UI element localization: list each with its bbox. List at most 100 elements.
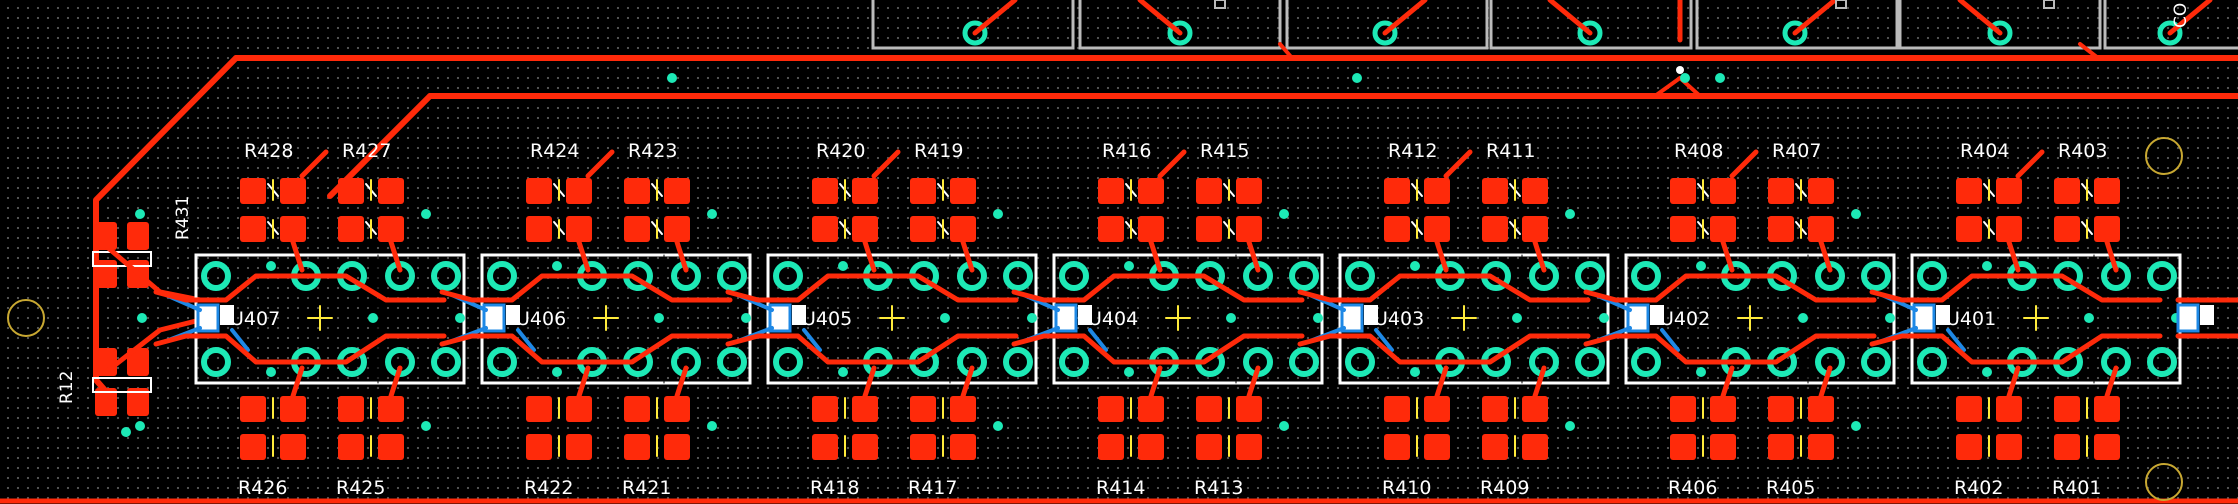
smd-pad <box>378 216 404 242</box>
connector-pad[interactable] <box>1987 20 2013 46</box>
through-hole-pad[interactable] <box>1059 261 1089 291</box>
smd-part-pad <box>792 305 806 325</box>
connector-ref-partial: CO <box>2171 3 2191 28</box>
smd-pad <box>1384 216 1410 242</box>
smd-pad <box>910 434 936 460</box>
smd-pad <box>1138 396 1164 422</box>
through-hole-pad[interactable] <box>1861 347 1891 377</box>
through-hole-pad[interactable] <box>1575 261 1605 291</box>
through-hole-pad[interactable] <box>773 261 803 291</box>
component-ref-label: U402 <box>1660 308 1710 330</box>
through-hole-pad[interactable] <box>487 261 517 291</box>
smd-pad <box>1236 216 1262 242</box>
smd-pad <box>1522 396 1548 422</box>
through-hole-pad[interactable] <box>717 347 747 377</box>
smd-pad <box>910 216 936 242</box>
smd-pad <box>1236 396 1262 422</box>
through-hole-pad[interactable] <box>431 347 461 377</box>
through-hole-pad[interactable] <box>773 347 803 377</box>
smd-pad <box>2094 216 2120 242</box>
through-hole-pad[interactable] <box>1345 261 1375 291</box>
connector-pad[interactable] <box>1167 20 1193 46</box>
bottom-trace <box>802 328 822 352</box>
via <box>135 421 145 431</box>
through-hole-pad[interactable] <box>201 347 231 377</box>
smd-pad <box>240 434 266 460</box>
silk-outline <box>92 251 152 267</box>
smd-pad <box>950 216 976 242</box>
smd-part-pad <box>220 305 234 325</box>
resistor-ref-label: R407 <box>1772 140 1821 162</box>
bottom-trace <box>1088 328 1108 352</box>
smd-pad <box>910 396 936 422</box>
through-hole-pad[interactable] <box>1631 261 1661 291</box>
smd-pad <box>2054 178 2080 204</box>
through-hole-pad[interactable] <box>1059 347 1089 377</box>
through-hole-pad[interactable] <box>1917 347 1947 377</box>
smd-pad <box>566 216 592 242</box>
connector-pad[interactable] <box>962 20 988 46</box>
smd-pad <box>664 396 690 422</box>
trace <box>2006 365 2021 399</box>
through-hole-pad[interactable] <box>2147 261 2177 291</box>
smd-pad <box>624 178 650 204</box>
through-hole-pad[interactable] <box>1917 261 1947 291</box>
resistor-ref-label: R420 <box>816 140 865 162</box>
via <box>552 367 562 377</box>
trace <box>388 365 403 399</box>
through-hole-pad[interactable] <box>1575 347 1605 377</box>
smd-pad <box>1522 216 1548 242</box>
connector-pad[interactable] <box>1577 20 1603 46</box>
through-hole-pad[interactable] <box>1289 347 1319 377</box>
smd-pad <box>950 178 976 204</box>
trace <box>1137 0 1183 36</box>
resistor-ref-label: R422 <box>524 477 573 499</box>
trace <box>862 239 877 273</box>
through-hole-pad[interactable] <box>1003 347 1033 377</box>
smd-pad <box>664 434 690 460</box>
via <box>421 421 431 431</box>
trace <box>674 365 689 399</box>
smd-pad <box>526 434 552 460</box>
smd-pad <box>2054 434 2080 460</box>
mount-hole <box>2145 137 2183 175</box>
smd-part-pad <box>1078 305 1092 325</box>
through-hole-pad[interactable] <box>2147 347 2177 377</box>
smd-pad <box>127 348 149 376</box>
through-hole-pad[interactable] <box>1631 347 1661 377</box>
smd-pad <box>1196 216 1222 242</box>
via <box>1696 261 1706 271</box>
smd-pad <box>1098 434 1124 460</box>
through-hole-pad[interactable] <box>1861 261 1891 291</box>
smd-pad <box>624 216 650 242</box>
smd-pad <box>950 396 976 422</box>
through-hole-pad[interactable] <box>431 261 461 291</box>
through-hole-pad[interactable] <box>717 261 747 291</box>
trace <box>1246 239 1261 273</box>
via <box>707 209 717 219</box>
connector-pad[interactable] <box>2157 20 2183 46</box>
through-hole-pad[interactable] <box>1345 347 1375 377</box>
smd-pad <box>852 178 878 204</box>
smd-pad <box>2094 396 2120 422</box>
resistor-ref-label: R417 <box>908 477 957 499</box>
via <box>1124 367 1134 377</box>
connector-pad[interactable] <box>1782 20 1808 46</box>
smd-pad <box>1808 178 1834 204</box>
resistor-ref-label: R414 <box>1096 477 1145 499</box>
trace <box>2006 239 2021 273</box>
trace <box>871 149 901 179</box>
through-hole-pad[interactable] <box>1003 261 1033 291</box>
smd-pad <box>812 178 838 204</box>
connector-pad[interactable] <box>1372 20 1398 46</box>
smd-part-pad <box>482 303 506 333</box>
smd-pad <box>1098 178 1124 204</box>
through-hole-pad[interactable] <box>487 347 517 377</box>
resistor-ref-label: R421 <box>622 477 671 499</box>
through-hole-pad[interactable] <box>201 261 231 291</box>
through-hole-pad[interactable] <box>1289 261 1319 291</box>
smd-pad <box>240 178 266 204</box>
trace <box>388 239 403 273</box>
